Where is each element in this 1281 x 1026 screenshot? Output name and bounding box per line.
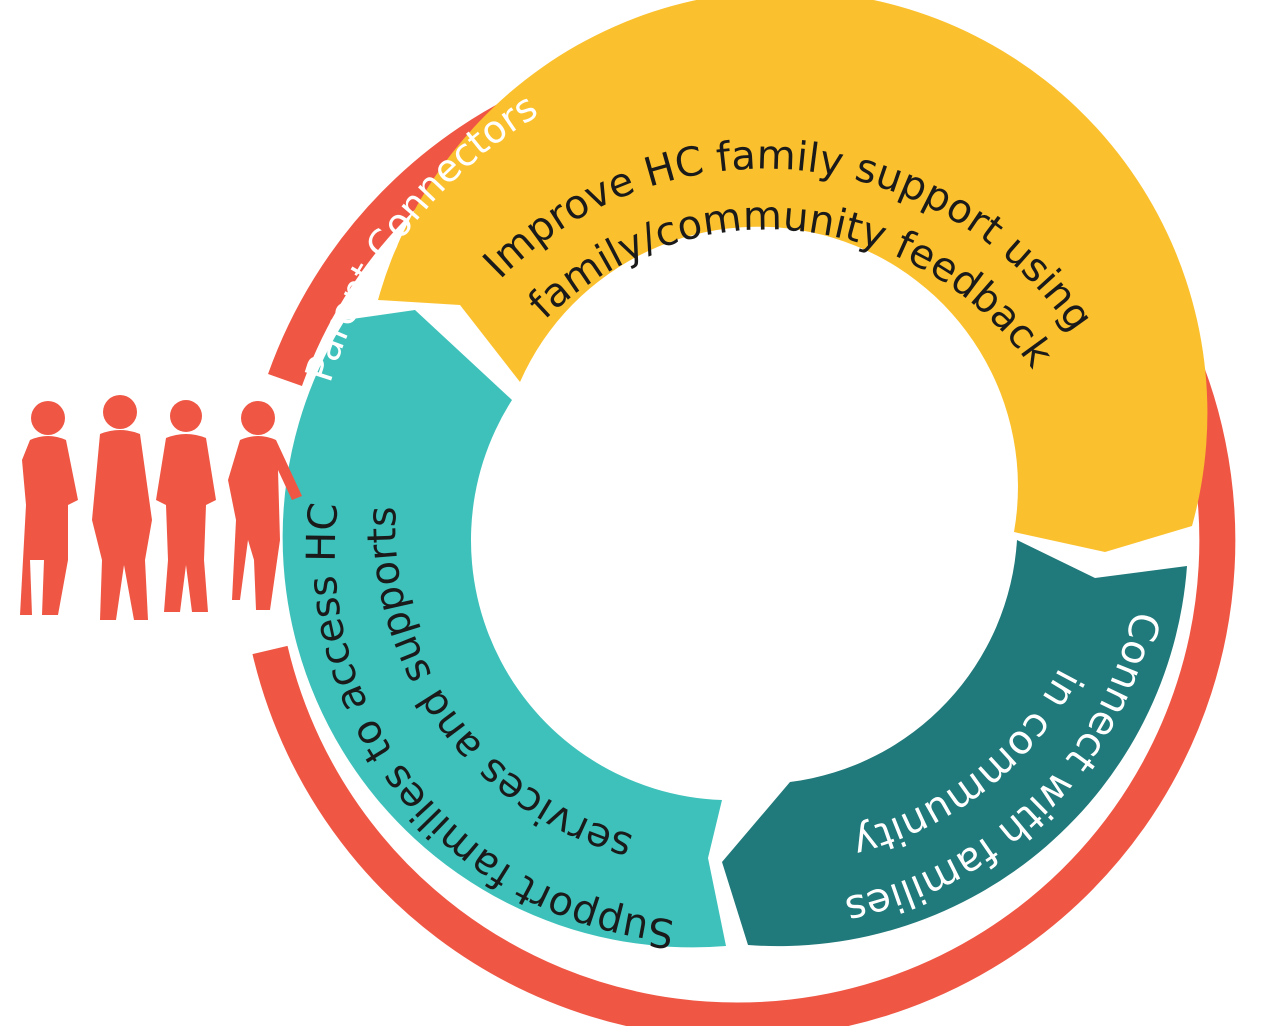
person-icon — [156, 400, 216, 612]
segment-connect — [722, 540, 1187, 947]
person-icon — [92, 395, 152, 620]
segment-improve — [378, 0, 1208, 552]
person-icon — [228, 401, 302, 610]
segment-support — [282, 310, 726, 948]
person-icon — [20, 401, 78, 615]
people-silhouettes-icon — [20, 395, 302, 620]
